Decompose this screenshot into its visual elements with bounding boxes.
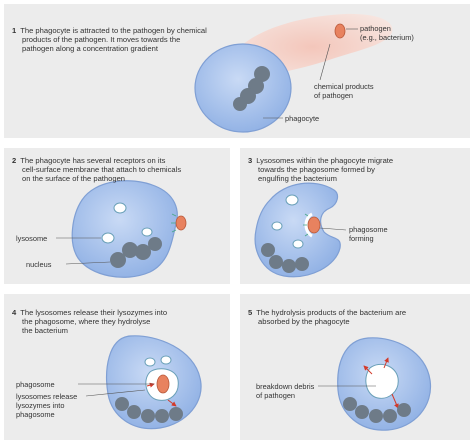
phagocyte-cell	[194, 43, 292, 133]
lysosome	[113, 202, 127, 214]
lysozyme-arrows	[146, 382, 177, 407]
nucleus	[233, 66, 270, 111]
label-phagosome-forming: phagosome forming	[349, 225, 388, 243]
phagocyte-cell	[71, 180, 178, 278]
label-lysosomes-release: lysosomes release lysozymes into phagoso…	[16, 392, 78, 419]
label-breakdown-debris: breakdown debris of pathogen	[256, 382, 315, 400]
pathogen	[175, 215, 187, 231]
label-lysosome: lysosome	[16, 234, 48, 243]
receptors	[171, 213, 177, 233]
pathogen	[334, 23, 346, 39]
label-phagosome: phagosome	[16, 380, 55, 389]
step-number: 3	[248, 156, 253, 165]
lysosome	[285, 194, 299, 206]
breakdown-debris-arrows	[363, 357, 399, 409]
nucleus	[115, 397, 183, 423]
lysosome	[101, 232, 115, 244]
debris-vacuole	[365, 363, 399, 399]
step-number: 2	[12, 156, 17, 165]
step-number: 4	[12, 308, 17, 317]
label-nucleus: nucleus	[26, 260, 52, 269]
lysosome	[292, 239, 304, 249]
step-number: 5	[248, 308, 253, 317]
panel-3-art	[254, 182, 347, 278]
lysosome	[144, 357, 156, 367]
receptors	[303, 213, 309, 237]
label-chemical-products: chemical products of pathogen	[314, 82, 374, 100]
phagocyte-cell	[254, 182, 341, 278]
lysosome	[160, 355, 172, 365]
panel-5-art	[318, 337, 432, 431]
label-phagocyte: phagocyte	[285, 114, 320, 123]
panel-2-art	[56, 180, 187, 278]
lysosome	[141, 227, 153, 237]
pathogen	[307, 216, 321, 234]
label-pathogen: pathogen (e.g., bacterium)	[360, 24, 414, 42]
lysosome	[271, 221, 283, 231]
nucleus	[261, 243, 309, 273]
panel-1-art	[194, 13, 393, 133]
panel-4-art	[78, 335, 202, 430]
nucleus	[110, 237, 162, 268]
step-number: 1	[12, 26, 17, 35]
pathogen	[156, 374, 170, 394]
nucleus	[343, 397, 411, 423]
